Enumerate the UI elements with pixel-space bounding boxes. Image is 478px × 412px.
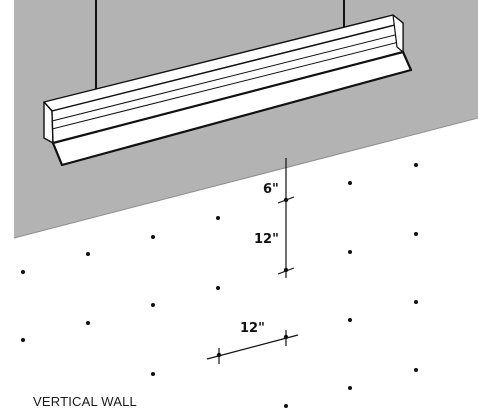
- grid-point: [283, 267, 289, 273]
- mounting-grid: [21, 163, 418, 408]
- grid-point: [283, 197, 289, 203]
- fixture-front-groove: [51, 32, 404, 122]
- grid-point: [21, 270, 25, 274]
- grid-point: [414, 232, 418, 236]
- fixture-front-groove: [51, 40, 404, 130]
- vertical-wall-label: VERTICAL WALL: [33, 394, 137, 409]
- grid-point: [86, 252, 90, 256]
- grid-point: [414, 300, 418, 304]
- vertical-dimension: [277, 158, 295, 278]
- grid-point: [216, 352, 222, 358]
- grid-point: [216, 216, 220, 220]
- linear-light-fixture: [43, 14, 413, 167]
- grid-point: [151, 303, 155, 307]
- fixture-lens: [51, 50, 413, 167]
- grid-point: [284, 404, 288, 408]
- grid-point: [21, 338, 25, 342]
- grid-point: [414, 368, 418, 372]
- grid-point: [414, 163, 418, 167]
- dimension-line-horizontal: [206, 334, 299, 360]
- dimension-label-12in-horizontal: 12": [240, 321, 265, 336]
- grid-point: [151, 235, 155, 239]
- grid-point: [86, 321, 90, 325]
- dimension-label-12in-vertical: 12": [254, 232, 279, 247]
- dimension-label-6in: 6": [263, 182, 279, 197]
- grid-point: [348, 386, 352, 390]
- grid-point: [283, 334, 289, 340]
- grid-point: [216, 286, 220, 290]
- ceiling-edge: [13, 117, 478, 239]
- grid-point: [348, 250, 352, 254]
- grid-point: [348, 318, 352, 322]
- grid-point: [151, 372, 155, 376]
- grid-point: [348, 181, 352, 185]
